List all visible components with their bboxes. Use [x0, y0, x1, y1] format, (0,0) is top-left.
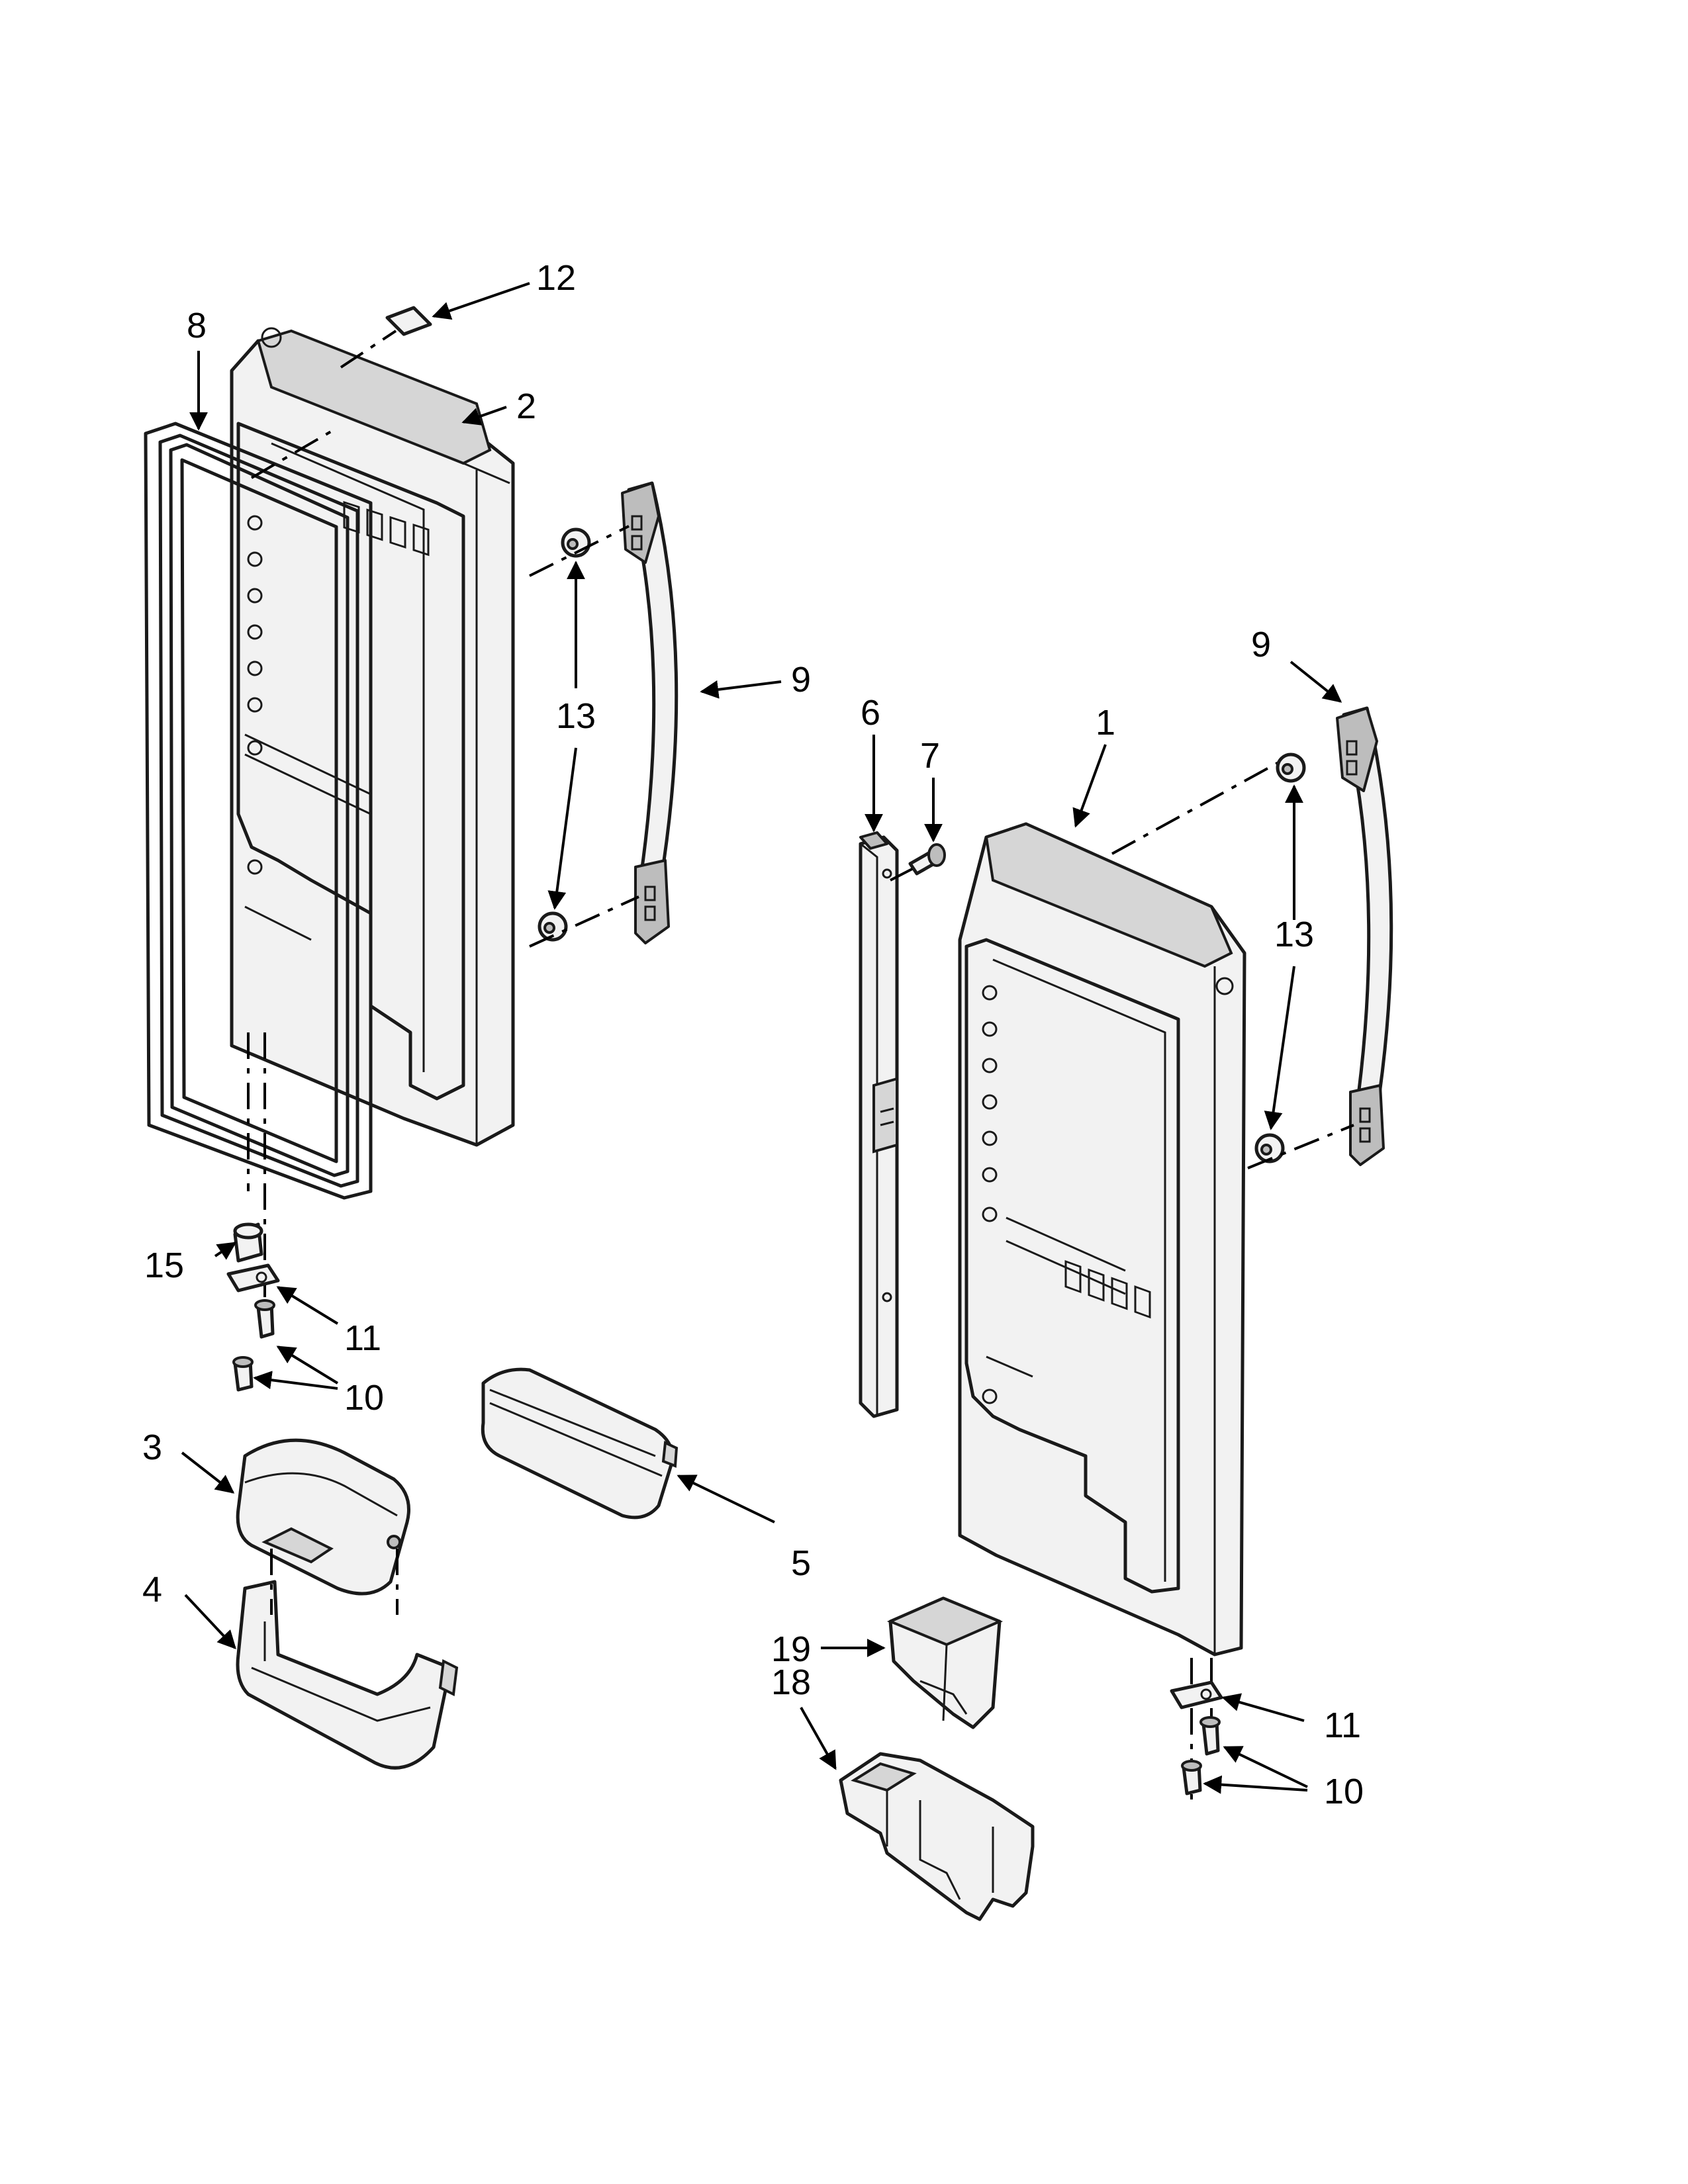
hinge-shim-left	[226, 1263, 280, 1293]
callout-12: 12	[536, 258, 576, 298]
ice-chute-housing	[839, 1752, 1035, 1921]
door-gasket	[144, 422, 373, 1200]
callout-13-right: 13	[1274, 915, 1314, 954]
hinge-pin	[233, 1222, 263, 1263]
right-mounting-stud-top	[1276, 752, 1306, 783]
left-mounting-stud-bottom	[538, 911, 568, 942]
callout-15: 15	[144, 1246, 184, 1285]
callout-19: 19	[771, 1629, 811, 1669]
ice-chute-cup	[886, 1596, 1004, 1729]
callout-10-right: 10	[1324, 1772, 1364, 1811]
callout-9-right: 9	[1251, 625, 1271, 664]
callout-11-right: 11	[1324, 1706, 1361, 1745]
screw-right-1	[1199, 1716, 1221, 1756]
right-door	[958, 822, 1246, 1657]
right-mounting-stud-bottom	[1254, 1133, 1285, 1163]
callout-11-left: 11	[344, 1318, 381, 1358]
callout-7: 7	[920, 736, 940, 776]
bin-cover	[236, 1438, 410, 1596]
callout-9-left: 9	[791, 660, 811, 700]
callout-13-left: 13	[556, 696, 596, 736]
callout-4: 4	[142, 1570, 162, 1610]
mullion-screw	[908, 843, 946, 876]
small-door-bin	[481, 1367, 679, 1520]
callout-18: 18	[771, 1662, 811, 1702]
screw-left-2	[232, 1356, 254, 1392]
mullion	[859, 831, 899, 1418]
hinge-shim-right	[1170, 1680, 1223, 1709]
callout-5: 5	[791, 1543, 811, 1583]
callout-8: 8	[187, 306, 207, 345]
door-bin	[236, 1580, 459, 1770]
callout-10-left: 10	[344, 1378, 384, 1418]
screw-right-2	[1181, 1760, 1202, 1796]
right-handle	[1336, 706, 1393, 1166]
left-handle	[621, 481, 679, 944]
screw-left-1	[254, 1299, 275, 1339]
callout-3: 3	[142, 1428, 162, 1467]
callout-1: 1	[1096, 703, 1115, 743]
callout-2: 2	[516, 387, 536, 426]
callout-6: 6	[861, 693, 880, 733]
